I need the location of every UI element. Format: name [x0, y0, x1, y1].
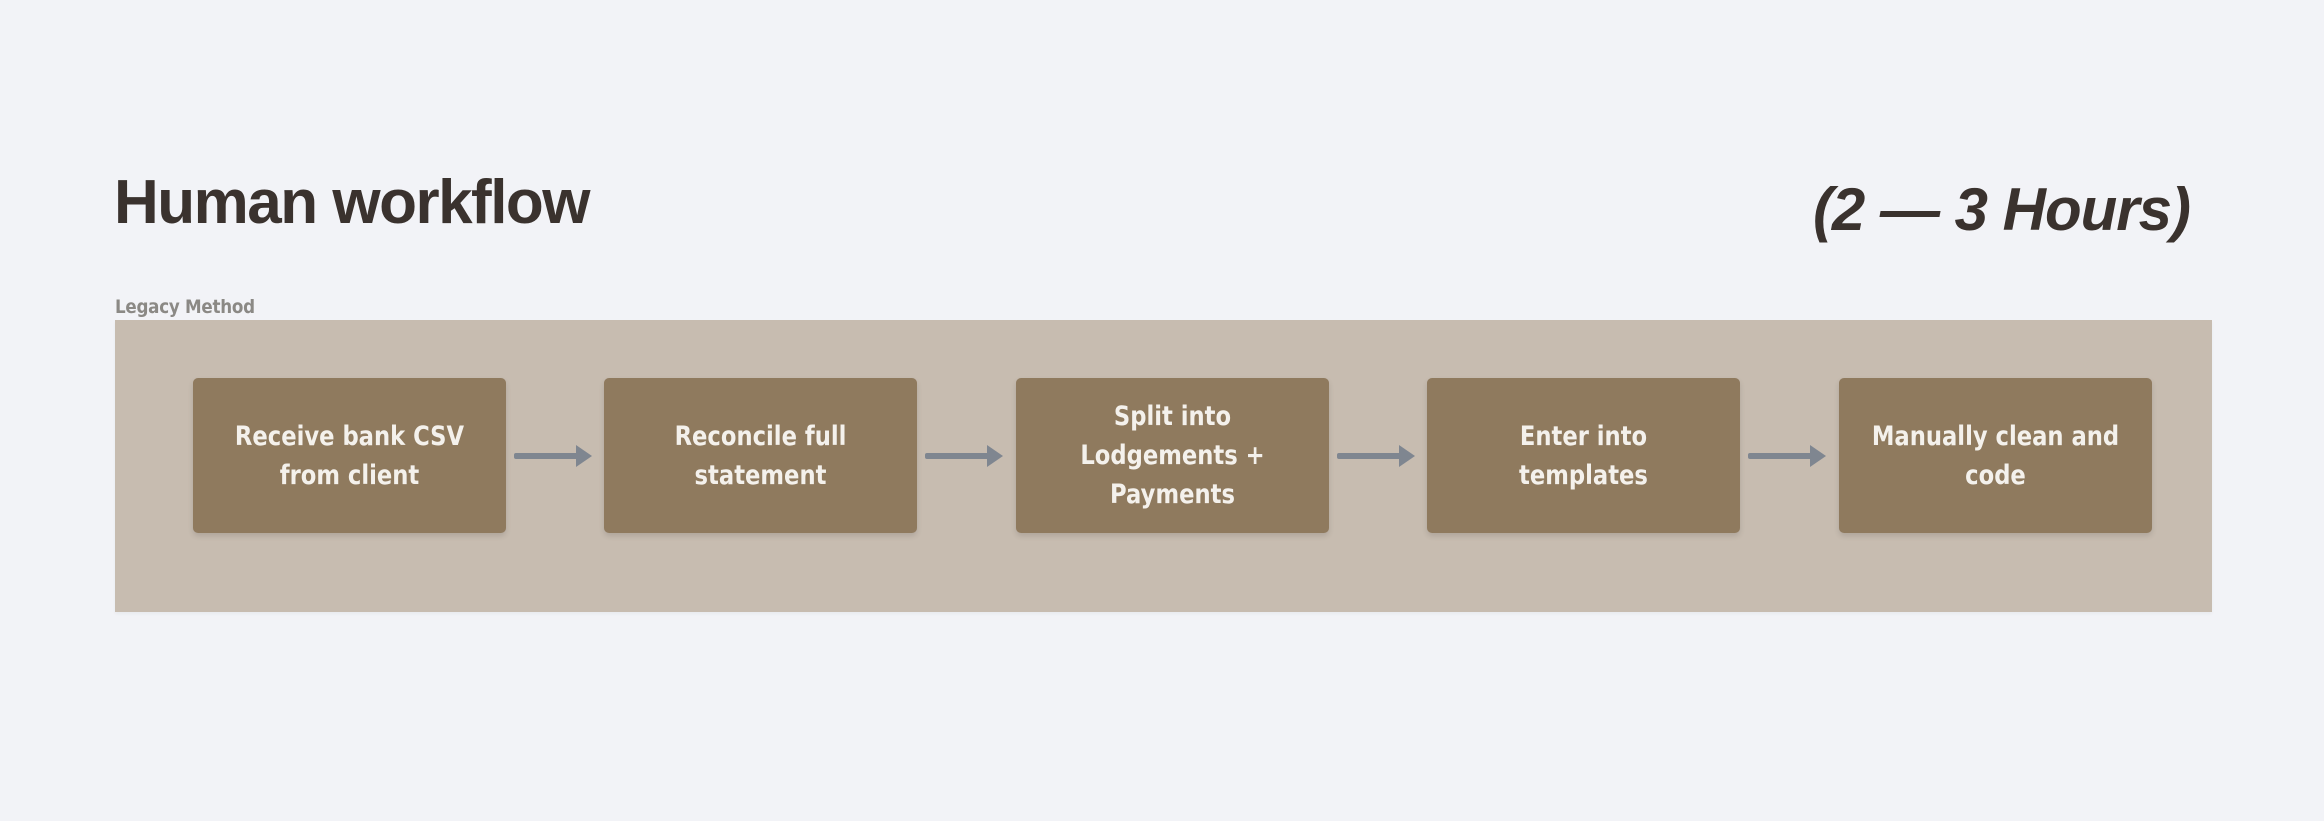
arrow-right-icon	[1748, 445, 1826, 467]
duration-label: (2 — 3 Hours)	[1812, 176, 2191, 243]
section-label: Legacy Method	[115, 296, 255, 318]
workflow-panel: Receive bank CSV from client Reconcile f…	[115, 320, 2212, 612]
arrow-right-icon	[1337, 445, 1415, 467]
workflow-step-4: Enter into templates	[1427, 378, 1740, 533]
arrow-right-icon	[925, 445, 1003, 467]
page-title: Human workflow	[114, 168, 591, 237]
workflow-step-3: Split into Lodgements + Payments	[1016, 378, 1329, 533]
workflow-step-5: Manually clean and code	[1839, 378, 2152, 533]
workflow-step-2: Reconcile full statement	[604, 378, 917, 533]
step-label: Receive bank CSV from client	[234, 420, 465, 491]
step-label: Manually clean and code	[1871, 420, 2120, 491]
step-label: Split into Lodgements + Payments	[1080, 401, 1265, 510]
step-label: Reconcile full statement	[674, 420, 847, 491]
arrow-right-icon	[514, 445, 592, 467]
step-label: Enter into templates	[1519, 420, 1648, 491]
workflow-step-1: Receive bank CSV from client	[193, 378, 506, 533]
